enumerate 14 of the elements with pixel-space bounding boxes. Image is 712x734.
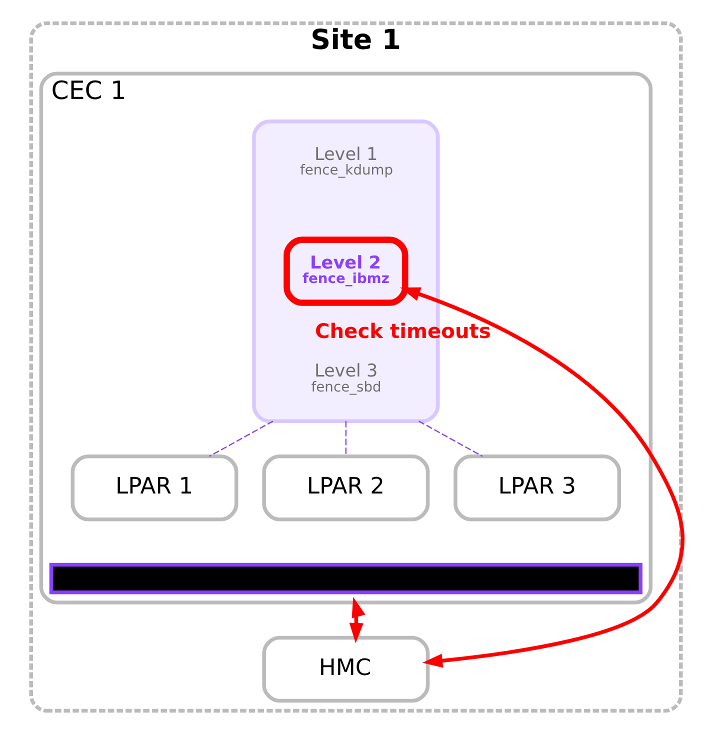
arrow (400, 287, 684, 668)
node-box: Level 2 fence_ibmz (284, 236, 408, 306)
edge-label: Check timeouts (314, 319, 491, 344)
node-box: LPAR 3 (454, 454, 622, 522)
node-box: LPAR 1 (70, 454, 238, 522)
node-box: HMC (262, 636, 430, 703)
connector (209, 420, 274, 457)
node-bar (49, 562, 642, 594)
connector (345, 421, 347, 456)
arrow (349, 596, 366, 644)
node-text: Level 1 fence_kdump (300, 145, 394, 179)
node-text: Level 3 fence_sbd (311, 362, 382, 396)
connector (418, 420, 483, 457)
node-box: LPAR 2 (262, 454, 430, 522)
